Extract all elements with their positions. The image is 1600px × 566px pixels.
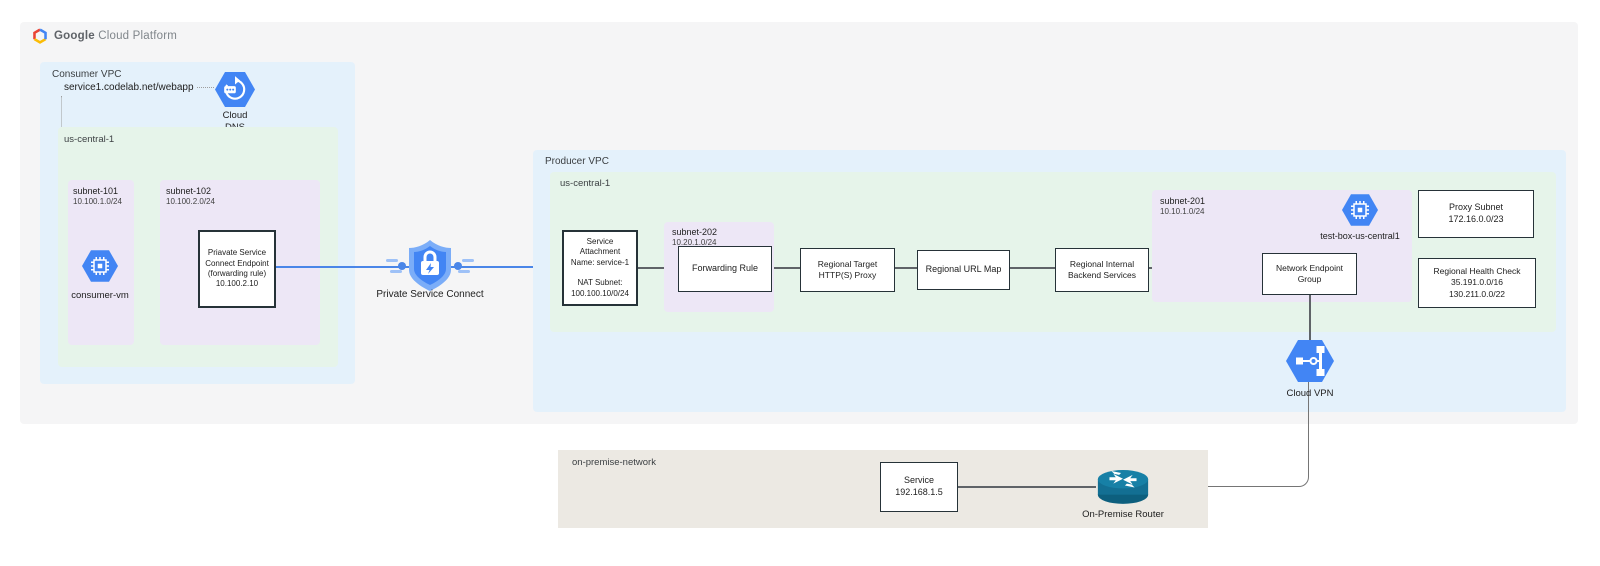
proxy-subnet-node: Proxy Subnet 172.16.0.0/23 — [1418, 190, 1534, 238]
onprem-service-node: Service 192.168.1.5 — [880, 462, 958, 512]
cloud-vpn-icon — [1286, 340, 1334, 382]
subnet-102-name: subnet-102 — [166, 186, 212, 196]
on-premise-router-label: On-Premise Router — [1082, 509, 1164, 520]
subnet-101-cidr: 10.100.1.0/24 — [73, 197, 122, 207]
test-box-vm-label: test-box-us-central1 — [1320, 231, 1400, 241]
subnet-102-cidr: 10.100.2.0/24 — [166, 197, 215, 207]
connector-service-to-router — [958, 486, 1096, 488]
psc-endpoint-node: Priavate Service Connect Endpoint (forwa… — [198, 230, 276, 308]
network-endpoint-group-node: Network Endpoint Group — [1262, 253, 1357, 295]
connector-neg-to-vpn — [1309, 295, 1311, 340]
test-box-vm-icon — [1342, 194, 1378, 226]
health-check-node: Regional Health Check 35.191.0.0/16 130.… — [1418, 258, 1536, 308]
cloud-vpn-label: Cloud VPN — [1286, 388, 1334, 399]
subnet-101-name: subnet-101 — [73, 186, 119, 196]
on-premise-router-icon — [1094, 466, 1152, 506]
gcp-header: Google Cloud Platform — [32, 28, 177, 44]
consumer-vm-icon — [82, 250, 118, 282]
connector-attachment-to-forwarding — [638, 267, 678, 269]
subnet-201-label: subnet-201 10.10.1.0/24 — [1160, 196, 1205, 217]
on-premise-label: on-premise-network — [572, 457, 656, 468]
cloud-dns-icon — [215, 72, 255, 107]
private-service-connect-icon — [385, 234, 475, 294]
subnet-202-label: subnet-202 10.20.1.0/24 — [672, 227, 717, 248]
connector-urlmap-to-backend — [1010, 267, 1055, 269]
brand-platform: Cloud Platform — [98, 30, 178, 42]
brand-google: Google — [54, 30, 95, 42]
subnet-201-cidr: 10.10.1.0/24 — [1160, 207, 1205, 217]
subnet-101-label: subnet-101 10.100.1.0/24 — [73, 186, 122, 207]
google-cloud-logo-icon — [32, 28, 48, 44]
consumer-region-label: us-central-1 — [64, 134, 115, 145]
url-map-node: Regional URL Map — [917, 250, 1010, 290]
dns-service-url: service1.codelab.net/webapp — [64, 82, 194, 93]
connector-vpn-to-router — [1152, 382, 1309, 487]
service-attachment-node: Service Attachment Name: service-1 NAT S… — [562, 230, 638, 306]
private-service-connect-label: Private Service Connect — [376, 289, 484, 300]
subnet-202-cidr: 10.20.1.0/24 — [672, 238, 717, 248]
connector-forwarding-to-proxy — [772, 267, 800, 269]
consumer-vpc-label: Consumer VPC — [52, 69, 122, 80]
forwarding-rule-node: Forwarding Rule — [678, 246, 772, 292]
producer-region-label: us-central-1 — [560, 178, 611, 189]
subnet-102-label: subnet-102 10.100.2.0/24 — [166, 186, 215, 207]
connector-proxy-to-urlmap — [895, 267, 917, 269]
consumer-vm-label: consumer-vm — [71, 290, 129, 301]
producer-vpc-label: Producer VPC — [545, 156, 609, 167]
backend-services-node: Regional Internal Backend Services — [1055, 248, 1149, 292]
subnet-202-name: subnet-202 — [672, 227, 718, 237]
subnet-201-name: subnet-201 — [1160, 196, 1206, 206]
connector-url-to-dns — [197, 87, 214, 88]
target-proxy-node: Regional Target HTTP(S) Proxy — [800, 248, 895, 292]
brand-text: Google Cloud Platform — [54, 30, 177, 42]
